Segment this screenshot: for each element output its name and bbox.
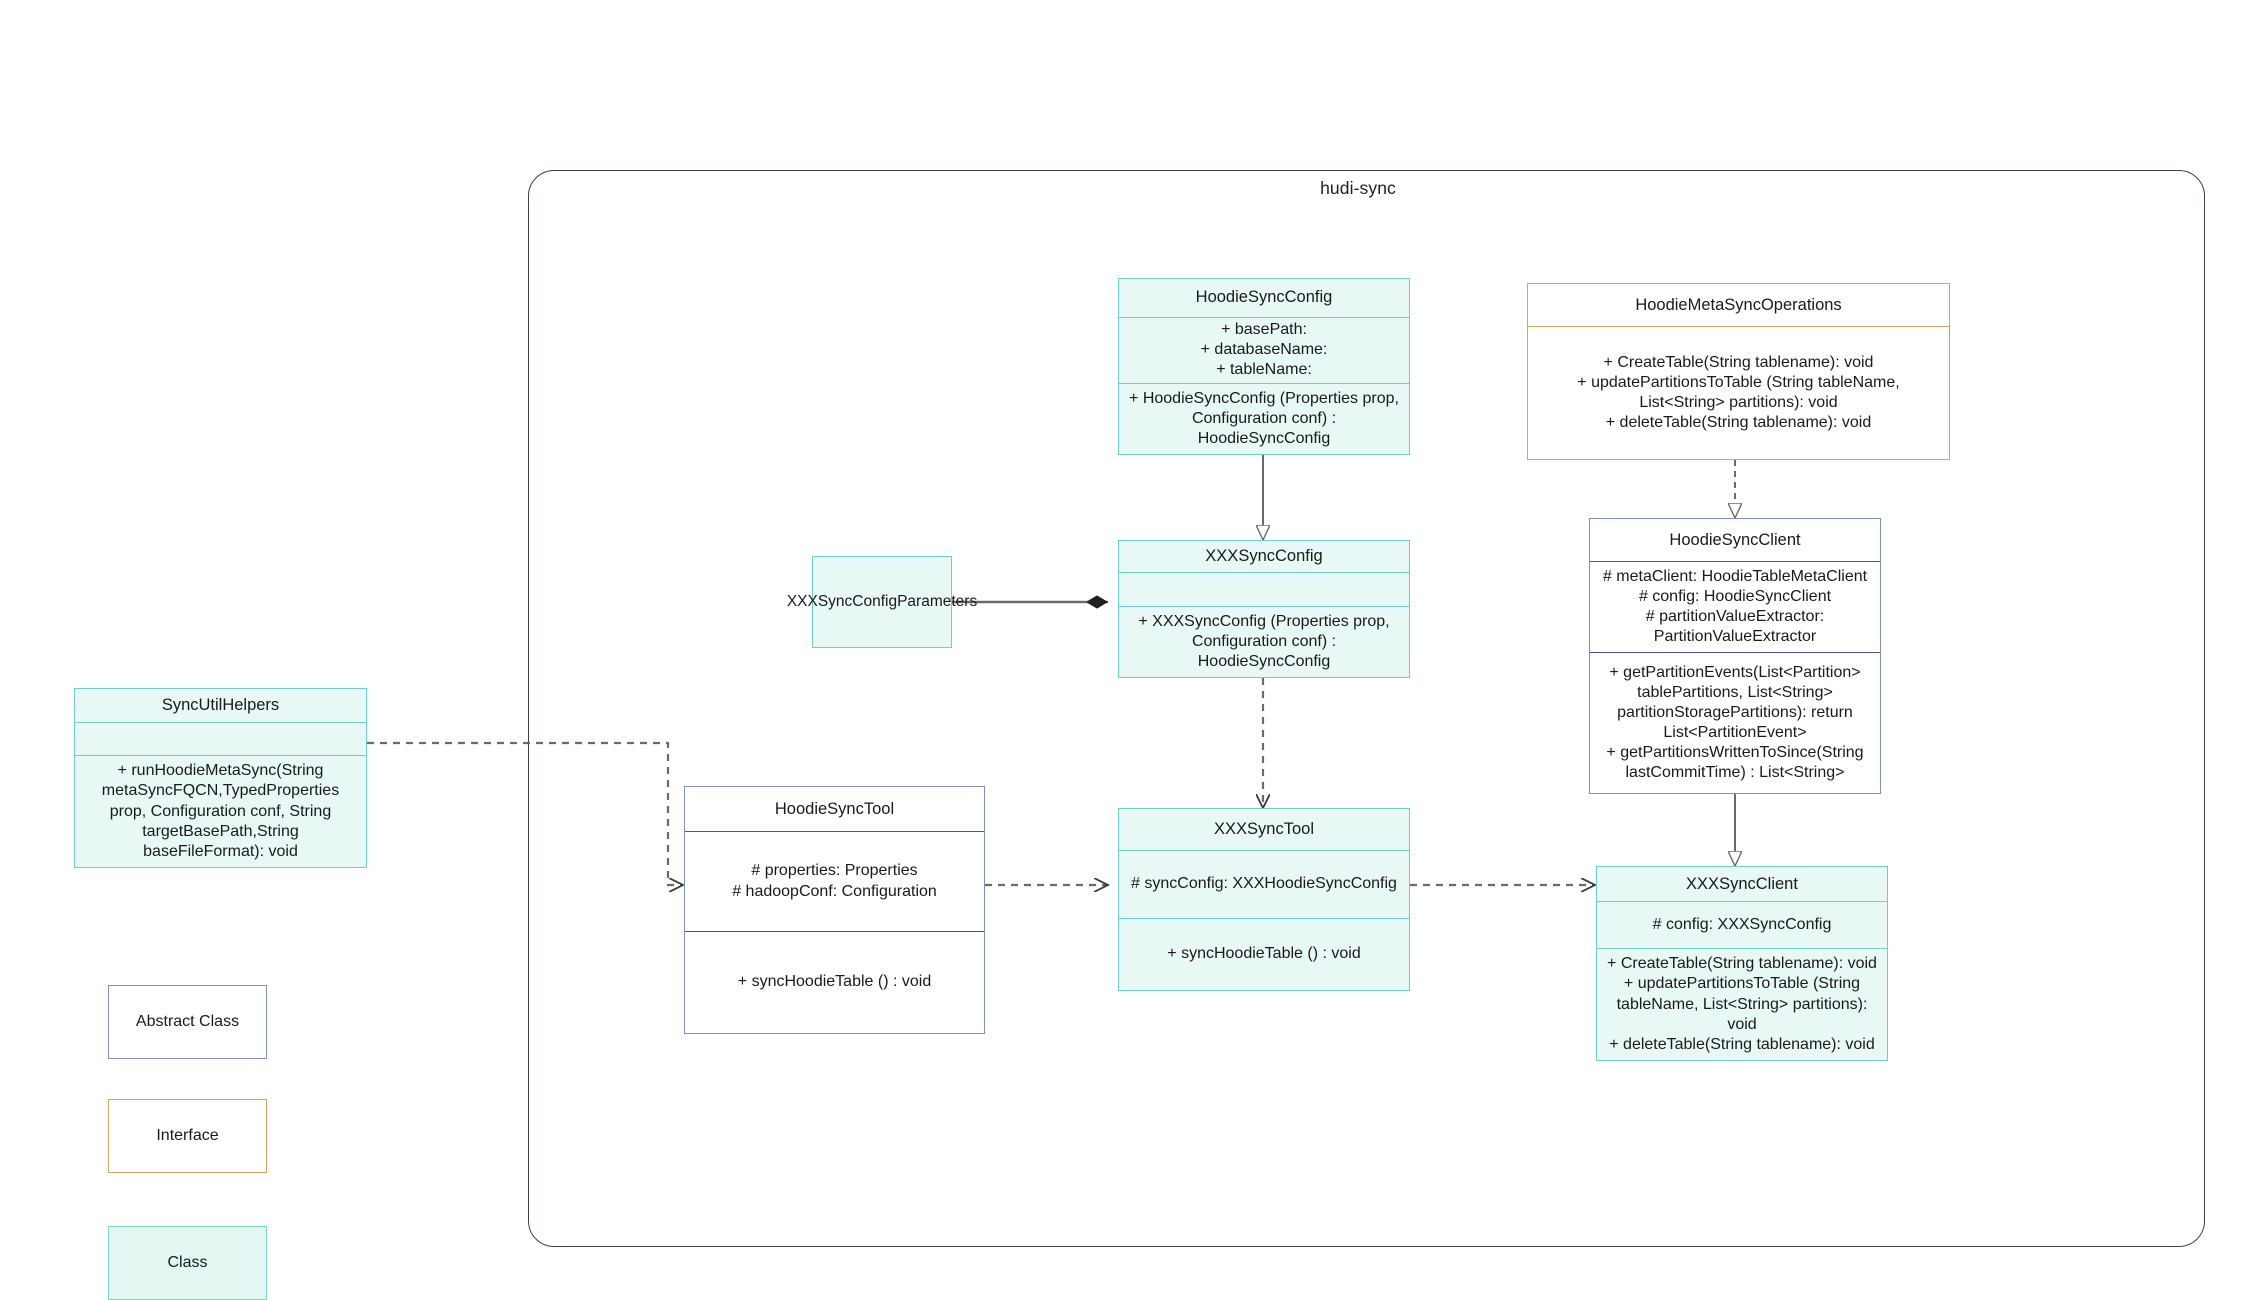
interface-node-hoodie-meta-sync-operations[interactable]: HoodieMetaSyncOperations + CreateTable(S… [1527,283,1950,460]
class-node-xxx-sync-tool[interactable]: XXXSyncTool # syncConfig: XXXHoodieSyncC… [1118,808,1410,991]
class-name-xxx-sync-client: XXXSyncClient [1686,874,1798,893]
interface-name-hoodie-meta-sync-operations: HoodieMetaSyncOperations [1635,295,1842,314]
class-attributes-hoodie-sync-config: + basePath: + databaseName: + tableName: [1119,316,1409,383]
class-attributes-xxx-sync-tool: # syncConfig: XXXHoodieSyncConfig [1119,850,1409,918]
class-name-sync-util-helpers: SyncUtilHelpers [161,696,280,715]
package-hudi-sync [528,170,2205,1247]
class-node-xxx-sync-config[interactable]: XXXSyncConfig + XXXSyncConfig (Propertie… [1118,540,1410,678]
legend-interface-label: Interface [156,1127,219,1144]
abstract-node-hoodie-sync-tool[interactable]: HoodieSyncTool # properties: Properties … [684,786,985,1034]
legend-interface: Interface [108,1099,267,1173]
abstract-name-hoodie-sync-tool: HoodieSyncTool [774,799,895,818]
class-name-hoodie-sync-config: HoodieSyncConfig [1195,288,1333,307]
class-operations-xxx-sync-client: + CreateTable(String tablename): void + … [1597,948,1887,1060]
abstract-attributes-hoodie-sync-tool: # properties: Properties # hadoopConf: C… [685,831,984,931]
class-node-sync-util-helpers[interactable]: SyncUtilHelpers + runHoodieMetaSync(Stri… [74,688,367,868]
class-node-xxx-sync-config-parameters[interactable]: XXXSyncConfigParameters [786,556,978,648]
legend-class-label: Class [167,1254,208,1271]
class-name-xxx-sync-config: XXXSyncConfig [1205,547,1323,566]
class-operations-hoodie-sync-config: + HoodieSyncConfig (Properties prop, Con… [1119,382,1409,454]
legend-class: Class [108,1226,267,1300]
package-title: hudi-sync [1320,178,1396,198]
class-attributes-xxx-sync-config [1119,572,1409,605]
abstract-attributes-hoodie-sync-client: # metaClient: HoodieTableMetaClient # co… [1590,561,1880,652]
class-attributes-xxx-sync-client: # config: XXXSyncConfig [1597,901,1887,948]
interface-operations-hoodie-meta-sync-operations: + CreateTable(String tablename): void + … [1528,326,1949,459]
class-name-xxx-sync-config-parameters: XXXSyncConfigParameters [786,593,978,611]
abstract-operations-hoodie-sync-tool: + syncHoodieTable () : void [685,931,984,1033]
legend-abstract-class-label: Abstract Class [135,1013,240,1030]
class-name-xxx-sync-tool: XXXSyncTool [1214,820,1314,839]
class-attributes-sync-util-helpers [75,721,366,755]
class-operations-xxx-sync-tool: + syncHoodieTable () : void [1119,918,1409,990]
class-node-hoodie-sync-config[interactable]: HoodieSyncConfig + basePath: + databaseN… [1118,278,1410,455]
legend-abstract-class: Abstract Class [108,985,267,1059]
abstract-name-hoodie-sync-client: HoodieSyncClient [1669,530,1801,549]
class-node-xxx-sync-client[interactable]: XXXSyncClient # config: XXXSyncConfig + … [1596,866,1888,1061]
abstract-node-hoodie-sync-client[interactable]: HoodieSyncClient # metaClient: HoodieTab… [1589,518,1881,794]
abstract-operations-hoodie-sync-client: + getPartitionEvents(List<Partition> tab… [1590,652,1880,793]
class-operations-xxx-sync-config: + XXXSyncConfig (Properties prop, Config… [1119,605,1409,677]
class-operations-sync-util-helpers: + runHoodieMetaSync(String metaSyncFQCN,… [75,755,366,867]
